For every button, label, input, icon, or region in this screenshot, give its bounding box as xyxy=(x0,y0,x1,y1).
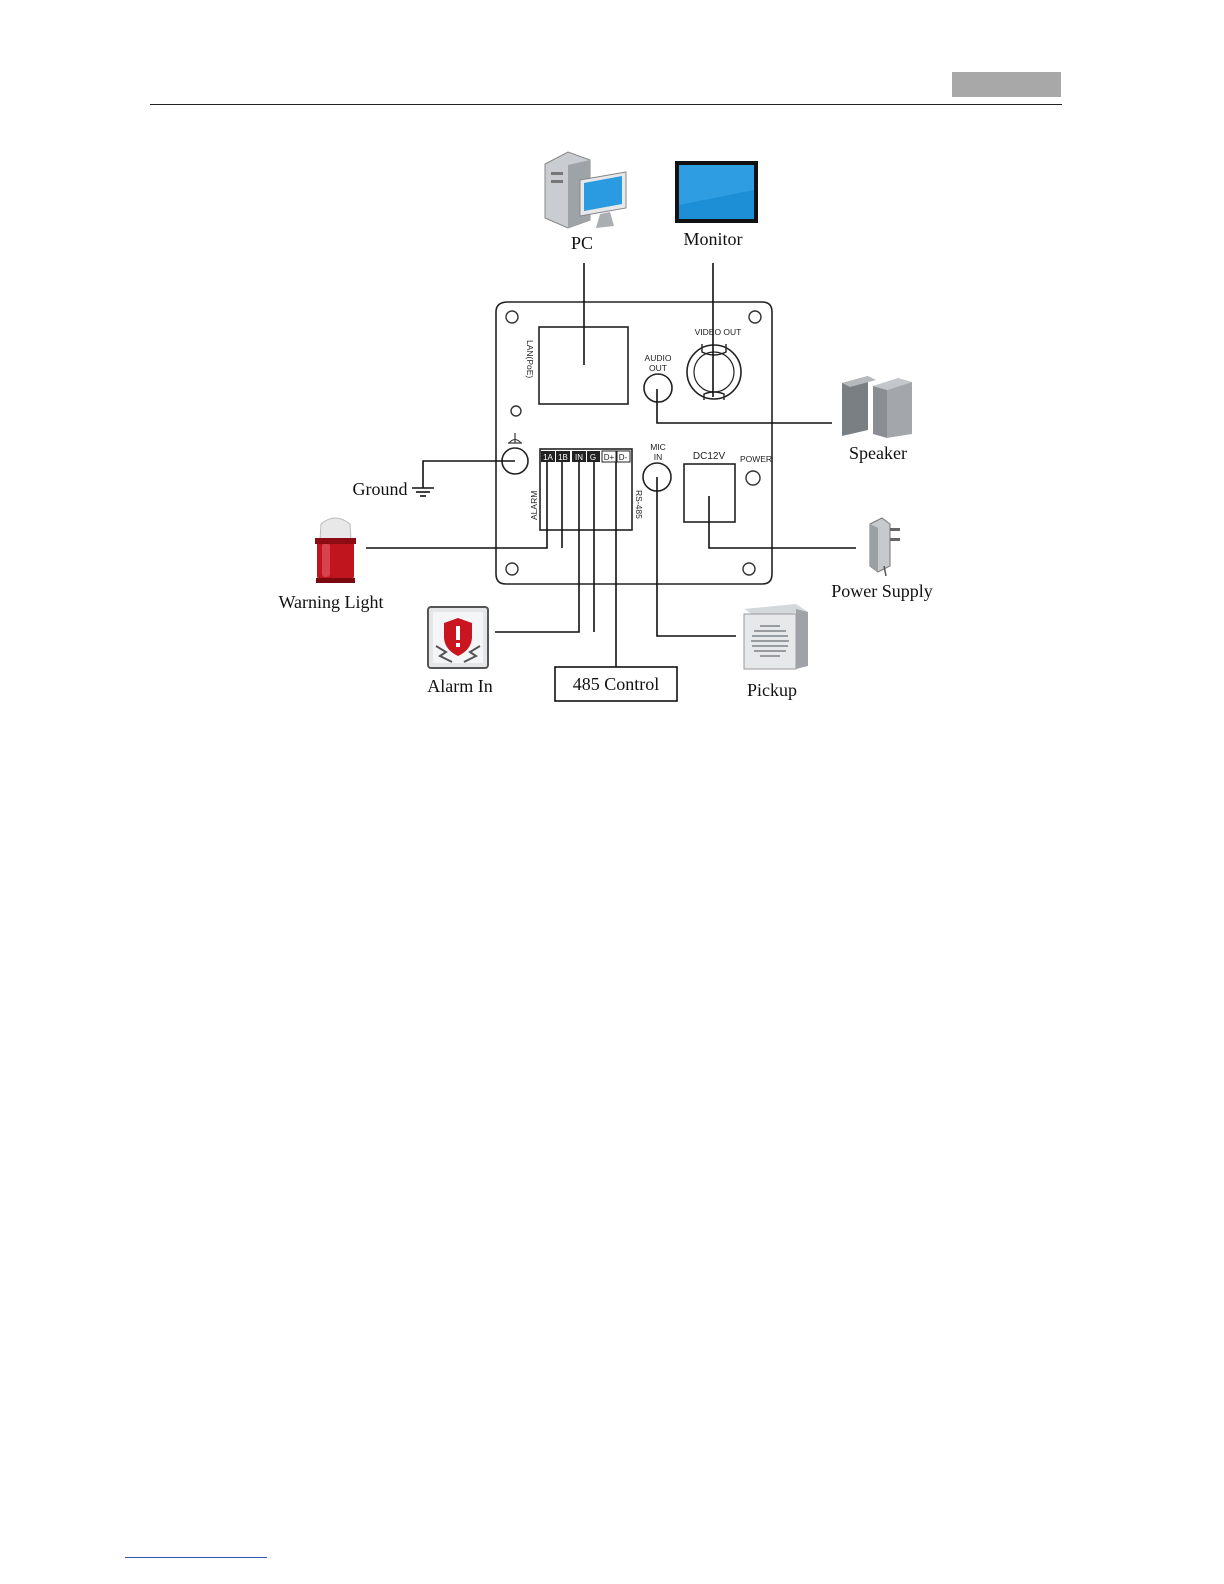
mic-in-label-1: MIC xyxy=(650,442,666,452)
monitor-label: Monitor xyxy=(683,229,742,249)
terminal-label: 1B xyxy=(558,453,568,462)
audio-out-label-2: OUT xyxy=(649,363,667,373)
terminal-label: 1A xyxy=(543,453,553,462)
camera-rear-panel: LAN(PoE) AUDIO OUT VIDEO OUT xyxy=(496,302,772,584)
lan-port-label: LAN(PoE) xyxy=(525,340,535,378)
pc-label: PC xyxy=(571,233,593,253)
video-out-bnc-port xyxy=(687,344,741,400)
audio-out-port xyxy=(644,374,672,402)
rs485-label: RS-485 xyxy=(634,490,644,519)
power-label: POWER xyxy=(740,454,772,464)
pickup-icon xyxy=(744,604,808,669)
power-supply-icon xyxy=(870,518,900,576)
terminal-label: D+ xyxy=(604,453,615,462)
earth-ground-icon xyxy=(412,488,434,496)
terminal-block: 1A 1B IN G D+ D- xyxy=(540,449,632,530)
alarm-in-icon xyxy=(428,607,488,668)
warning-light-icon xyxy=(315,518,356,583)
mic-in-label-2: IN xyxy=(654,452,663,462)
terminal-label: D- xyxy=(619,453,628,462)
pickup-label: Pickup xyxy=(747,680,797,700)
warning-light-label: Warning Light xyxy=(278,592,383,612)
monitor-icon xyxy=(675,161,758,223)
485-control-label: 485 Control xyxy=(573,674,660,694)
alarm-label: ALARM xyxy=(529,491,539,520)
terminal-label: G xyxy=(590,453,596,462)
speaker-label: Speaker xyxy=(849,443,907,463)
dc12v-label: DC12V xyxy=(693,451,726,462)
power-supply-label: Power Supply xyxy=(831,581,933,601)
alarm-in-label: Alarm In xyxy=(427,676,492,696)
video-out-label: VIDEO OUT xyxy=(695,327,742,337)
terminal-label: IN xyxy=(575,453,583,462)
speaker-icon xyxy=(842,376,912,438)
pc-icon xyxy=(545,152,626,228)
audio-out-label-1: AUDIO xyxy=(645,353,672,363)
ground-label: Ground xyxy=(353,479,408,499)
